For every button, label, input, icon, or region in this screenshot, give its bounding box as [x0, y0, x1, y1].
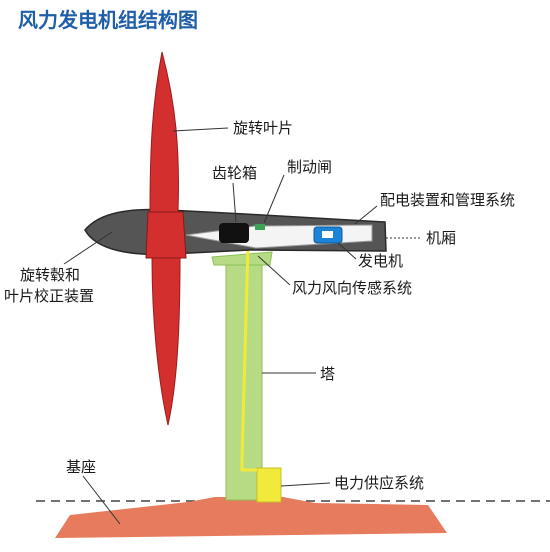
diagram-title: 风力发电机组结构图 — [18, 8, 198, 32]
label-base: 基座 — [66, 458, 96, 476]
leader-power-mgmt — [354, 205, 378, 225]
generator-window — [322, 231, 333, 238]
label-power-mgmt: 配电装置和管理系统 — [380, 191, 515, 209]
label-generator: 发电机 — [358, 252, 403, 270]
brake — [255, 224, 265, 230]
label-wind-sensor: 风力风向传感系统 — [292, 279, 412, 297]
label-blade: 旋转叶片 — [233, 119, 293, 137]
rotor-hub — [145, 211, 187, 259]
leader-wind-sensor — [257, 255, 291, 286]
blade-top — [149, 51, 179, 213]
label-hub-line2: 叶片校正装置 — [4, 287, 94, 305]
label-power-supply: 电力供应系统 — [334, 474, 424, 492]
leader-hub — [63, 231, 113, 265]
leader-generator — [337, 242, 357, 260]
yaw-bearing — [211, 251, 273, 266]
base-foundation — [55, 497, 447, 538]
label-gearbox: 齿轮箱 — [212, 164, 257, 182]
leader-gearbox — [232, 182, 237, 223]
leader-power-supply — [280, 482, 331, 487]
blade-bottom — [151, 257, 181, 426]
leader-brake — [263, 174, 285, 224]
label-nacelle: 机厢 — [426, 229, 456, 247]
power-supply-box — [256, 467, 282, 503]
leader-blade — [172, 127, 229, 132]
gearbox — [219, 223, 249, 243]
label-tower: 塔 — [320, 365, 335, 383]
label-brake: 制动闸 — [287, 158, 332, 176]
leader-base — [82, 475, 121, 525]
label-hub-line1: 旋转毂和 — [20, 266, 80, 284]
